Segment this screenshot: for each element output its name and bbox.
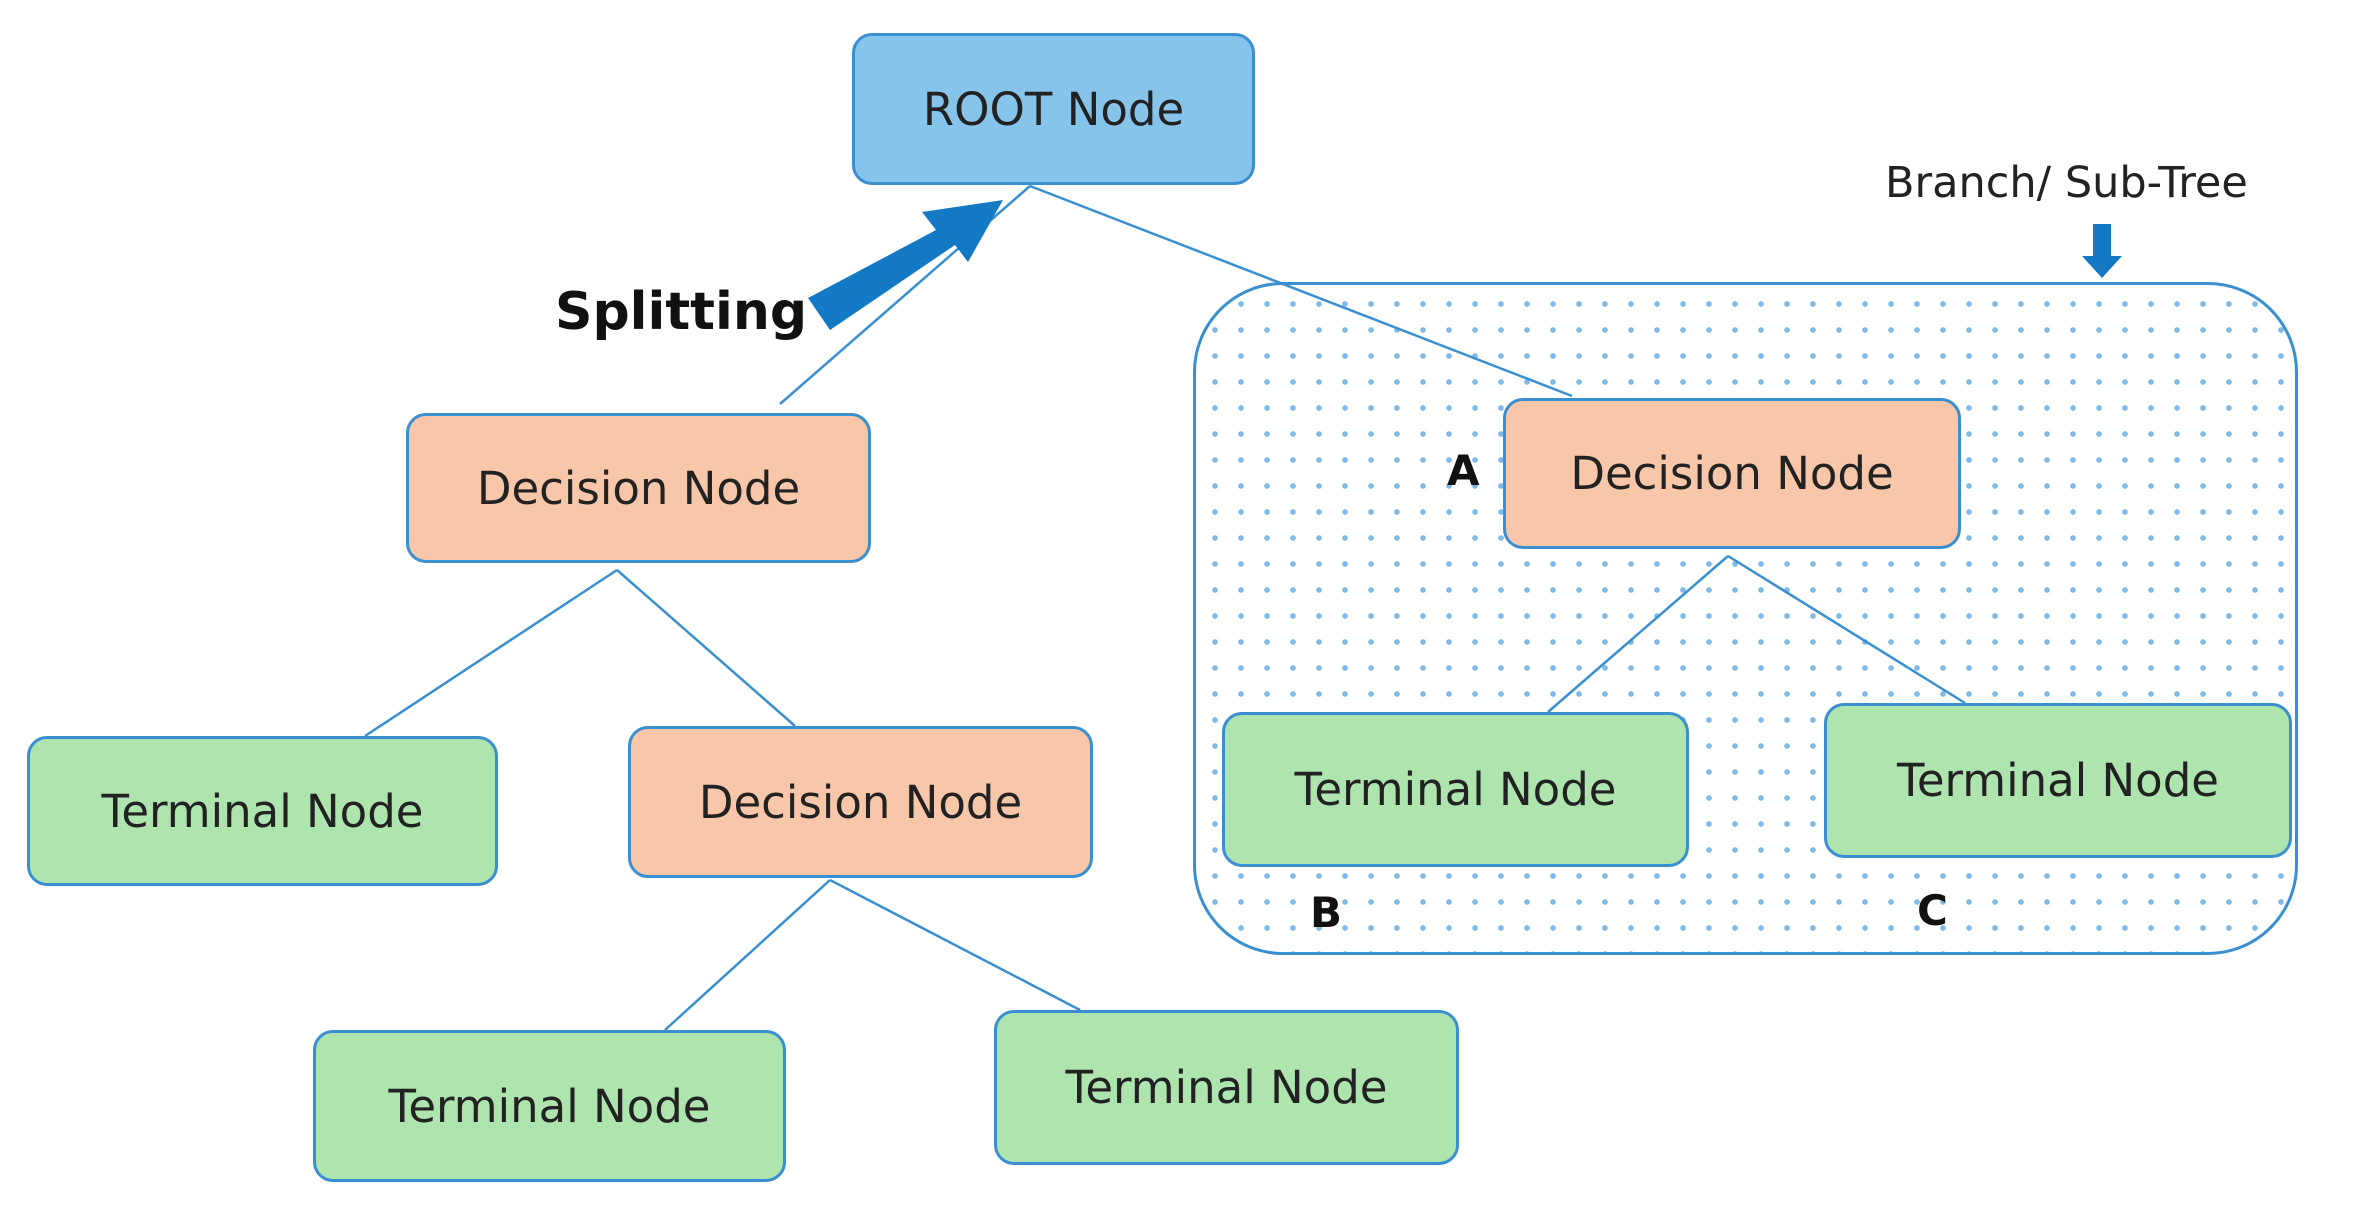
edge-decision-left-decision-mid [616, 569, 796, 727]
terminal-node-b-label: Terminal Node [1294, 763, 1617, 816]
decision-node-right-label: Decision Node [1570, 447, 1894, 500]
branch-subtree-label: Branch/ Sub-Tree [1885, 158, 2248, 208]
edge-decision-right-terminal-b [1547, 555, 1729, 713]
edge-decision-left-terminal-left [364, 568, 618, 738]
label-b: B [1310, 888, 1343, 937]
splitting-arrow [808, 200, 1003, 330]
decision-node-mid-label: Decision Node [698, 775, 1023, 829]
splitting-label: Splitting [555, 282, 808, 342]
terminal-node-bottom-left: Terminal Node [313, 1030, 786, 1182]
decision-node-left-label: Decision Node [476, 461, 801, 515]
edge-decision-mid-terminal-bottom-right [829, 878, 1081, 1012]
terminal-node-b: Terminal Node [1222, 712, 1689, 867]
terminal-node-left-label: Terminal Node [101, 784, 424, 838]
terminal-node-bottom-right: Terminal Node [994, 1010, 1459, 1165]
decision-node-right: Decision Node [1503, 398, 1961, 549]
branch-arrow [2082, 224, 2122, 278]
terminal-node-left: Terminal Node [27, 736, 498, 886]
edge-decision-mid-terminal-bottom-left [664, 879, 831, 1031]
root-node: ROOT Node [852, 33, 1255, 185]
terminal-node-bottom-left-label: Terminal Node [388, 1079, 711, 1133]
label-c: C [1917, 886, 1948, 935]
terminal-node-bottom-right-label: Terminal Node [1065, 1061, 1388, 1114]
terminal-node-c-label: Terminal Node [1897, 754, 2219, 807]
edge-root-decision-right [1029, 184, 1573, 398]
terminal-node-c: Terminal Node [1824, 703, 2292, 858]
root-node-label: ROOT Node [922, 82, 1185, 136]
decision-node-left: Decision Node [406, 413, 871, 563]
label-a: A [1447, 446, 1480, 495]
decision-node-mid: Decision Node [628, 726, 1093, 878]
edge-decision-right-terminal-c [1727, 554, 1966, 705]
